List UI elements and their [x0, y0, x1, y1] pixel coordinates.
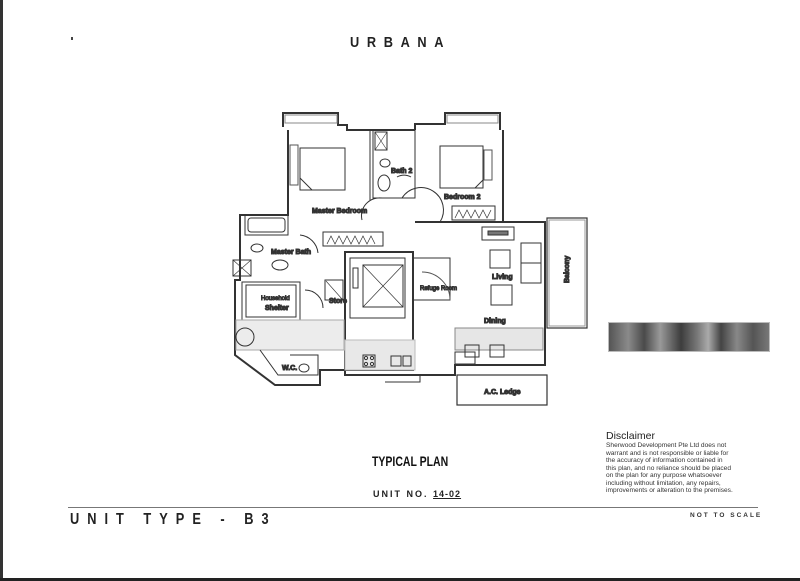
disclaimer-line: warrant and is not responsible or liable… — [606, 449, 729, 457]
label-balcony: Balcony — [564, 256, 571, 283]
label-bath-2: Bath 2 — [391, 168, 413, 175]
living — [481, 226, 542, 306]
unit-number-value: 14-02 — [433, 489, 462, 499]
label-master-bedroom: Master Bedroom — [312, 208, 367, 215]
label-master-bath: Master Bath — [271, 249, 311, 256]
page-border-left — [0, 0, 3, 581]
disclaimer-line: this plan, and no reliance should be pla… — [606, 464, 732, 472]
disclaimer-line: the accuracy of information contained in — [606, 457, 723, 464]
label-shelter: Shelter — [265, 305, 289, 312]
disclaimer: Disclaimer Sherwood Development Pte Ltd … — [606, 430, 786, 495]
scan-speck — [71, 37, 73, 40]
utility-wc — [235, 319, 345, 376]
balcony — [546, 217, 588, 329]
bedroom-2-bay-window — [414, 112, 501, 130]
not-to-scale-note: NOT TO SCALE — [690, 512, 763, 519]
site-photo-strip — [608, 322, 770, 352]
household-shelter — [241, 279, 344, 321]
disclaimer-line: including without limitation, any repair… — [606, 479, 721, 487]
label-bedroom-2: Bedroom 2 — [444, 194, 481, 201]
unit-number: UNIT NO. 14-02 — [373, 489, 461, 499]
master-bedroom — [289, 130, 384, 247]
bath-2 — [372, 129, 416, 199]
floor-plan: Master Bedroom Bath 2 Bedroom 2 Master B… — [225, 105, 600, 410]
label-ac-ledge: A.C. Ledge — [484, 389, 521, 396]
label-dining: Dining — [484, 318, 506, 325]
bedroom-2 — [415, 145, 503, 223]
label-store: Store — [329, 298, 347, 305]
kitchen — [344, 339, 421, 383]
label-living: Living — [492, 274, 513, 281]
unit-type-heading: UNIT TYPE - B3 — [70, 511, 277, 528]
page-border-bottom — [0, 578, 800, 581]
ac-ledge — [456, 374, 548, 406]
disclaimer-body: Sherwood Development Pte Ltd does not wa… — [606, 442, 786, 495]
label-refuge-room: Refuge Room — [420, 286, 457, 292]
typical-plan-heading: TYPICAL PLAN — [372, 453, 449, 469]
footer-divider — [68, 507, 758, 508]
dining — [454, 315, 546, 365]
label-household: Household — [261, 296, 290, 302]
disclaimer-line: on the plan for any purpose whatsoever — [606, 472, 722, 479]
disclaimer-title: Disclaimer — [606, 430, 656, 442]
unit-number-label: UNIT NO. — [373, 489, 429, 499]
master-bedroom-bay-window — [282, 112, 415, 131]
label-wc: W.C. — [282, 365, 297, 372]
project-title: URBANA — [350, 34, 452, 51]
master-bath — [232, 214, 319, 277]
disclaimer-line: improvements or alteration to the premis… — [606, 487, 733, 494]
disclaimer-line: Sherwood Development Pte Ltd does not — [606, 442, 727, 449]
